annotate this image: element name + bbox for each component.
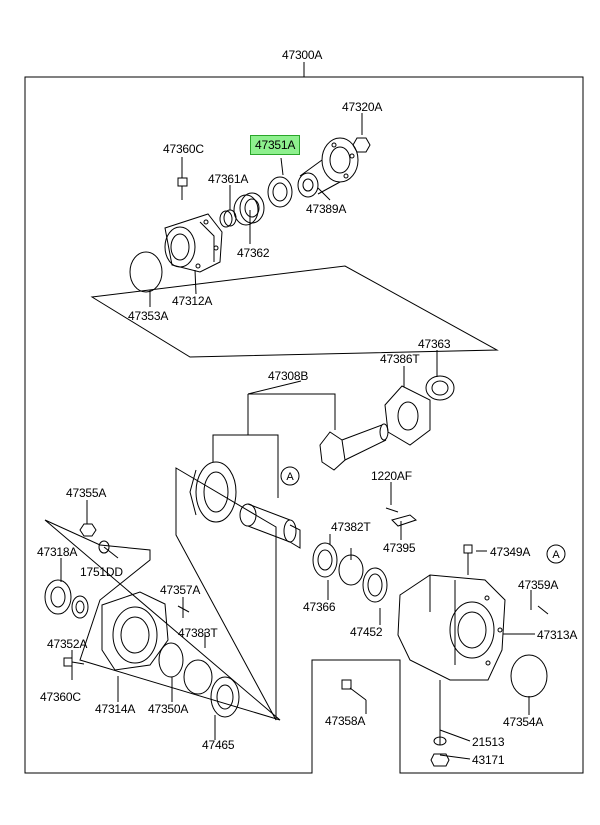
part-label-47383t[interactable]: 47383T xyxy=(178,626,218,640)
bolt-47360c-drawing xyxy=(63,657,85,667)
part-label-47308b[interactable]: 47308B xyxy=(268,369,309,383)
oil-seal-drawing xyxy=(267,176,293,208)
gear-shaft-bracket xyxy=(248,393,336,430)
part-label-47358a[interactable]: 47358A xyxy=(325,714,366,728)
o-ring-47354a-drawing xyxy=(510,654,548,698)
dowel-drawing xyxy=(537,605,549,615)
o-ring-47382t-drawing xyxy=(338,554,364,586)
bearing-drawing xyxy=(233,192,265,226)
part-label-47350a[interactable]: 47350A xyxy=(148,702,189,716)
part-label-47312a[interactable]: 47312A xyxy=(172,294,213,308)
part-label-47353a[interactable]: 47353A xyxy=(128,309,169,323)
plug-drawing xyxy=(463,544,473,575)
part-label-47318a[interactable]: 47318A xyxy=(37,545,78,559)
part-label-1220af[interactable]: 1220AF xyxy=(371,469,412,483)
rear-cover-drawing xyxy=(384,385,431,446)
pin-drawing xyxy=(177,605,190,613)
bolt-drawing xyxy=(177,177,188,200)
part-label-47465[interactable]: 47465 xyxy=(202,738,235,752)
assembly-number-label: 47300A xyxy=(282,48,323,62)
part-label-43171[interactable]: 43171 xyxy=(472,753,505,767)
svg-text:A: A xyxy=(286,471,294,483)
part-label-47352a[interactable]: 47352A xyxy=(47,637,88,651)
o-ring-47383t-drawing xyxy=(183,659,213,695)
part-label-47366[interactable]: 47366 xyxy=(303,600,336,614)
part-label-21513[interactable]: 21513 xyxy=(472,735,505,749)
flange-yoke-drawing xyxy=(297,137,359,198)
part-label-47389a[interactable]: 47389A xyxy=(306,202,347,216)
bolt-1220af-drawing xyxy=(385,507,399,513)
gear-group-bracket xyxy=(212,394,249,462)
part-label-47452[interactable]: 47452 xyxy=(350,625,383,639)
carrier-shaft-drawing xyxy=(239,503,301,549)
drive-pinion-drawing xyxy=(319,423,389,471)
part-label-47349a[interactable]: 47349A xyxy=(490,545,531,559)
part-label-47355a[interactable]: 47355A xyxy=(66,486,107,500)
part-label-47313a[interactable]: 47313A xyxy=(537,628,578,642)
spacer-drawing xyxy=(219,209,237,228)
part-label-47314a[interactable]: 47314A xyxy=(95,702,136,716)
o-ring-drawing xyxy=(129,251,163,293)
part-label-1751dd[interactable]: 1751DD xyxy=(80,565,123,579)
washer-drawing xyxy=(98,540,110,554)
gasket-drawing xyxy=(433,736,447,746)
cover-group-outline xyxy=(44,519,281,721)
ring-gear-drawing xyxy=(189,461,237,523)
oil-seal-47452-drawing xyxy=(362,567,388,603)
nut-drawing xyxy=(352,137,371,153)
part-label-47351a-highlighted[interactable]: 47351A xyxy=(250,135,301,155)
main-housing-drawing xyxy=(397,574,506,681)
part-label-47360c-top[interactable]: 47360C xyxy=(163,142,204,156)
part-label-47354a[interactable]: 47354A xyxy=(503,715,544,729)
part-label-47363[interactable]: 47363 xyxy=(418,337,451,351)
part-label-47382t[interactable]: 47382T xyxy=(331,520,371,534)
gear-group-bracket-right xyxy=(248,434,279,498)
assembly-frame xyxy=(24,76,584,774)
part-label-47357a[interactable]: 47357A xyxy=(160,583,201,597)
bearing-47352a-drawing xyxy=(71,595,89,619)
part-label-47361a[interactable]: 47361A xyxy=(208,172,249,186)
reference-marker-a-top: A xyxy=(280,466,300,486)
drain-plug-drawing xyxy=(430,753,450,767)
bearing-47363-drawing xyxy=(425,375,455,401)
bearing-race-drawing xyxy=(158,642,184,678)
svg-text:A: A xyxy=(552,549,560,561)
part-label-47360c-bottom[interactable]: 47360C xyxy=(40,690,81,704)
part-label-47320a[interactable]: 47320A xyxy=(342,100,383,114)
bearing-47465-drawing xyxy=(210,676,240,718)
bearing-47366-drawing xyxy=(312,542,338,578)
part-label-47386t[interactable]: 47386T xyxy=(380,352,420,366)
upper-group-outline xyxy=(90,265,499,358)
reference-marker-a-bottom: A xyxy=(546,544,566,564)
bearing-retainer-drawing xyxy=(164,213,223,273)
bolt-47358a-drawing xyxy=(341,679,367,701)
part-label-47395[interactable]: 47395 xyxy=(383,541,416,555)
key-drawing xyxy=(391,514,418,527)
side-cover-drawing xyxy=(101,591,169,671)
part-label-47362[interactable]: 47362 xyxy=(237,246,270,260)
plug-47355a-drawing xyxy=(79,523,97,537)
part-label-47359a[interactable]: 47359A xyxy=(518,578,559,592)
oil-seal-47318a-drawing xyxy=(44,579,72,615)
